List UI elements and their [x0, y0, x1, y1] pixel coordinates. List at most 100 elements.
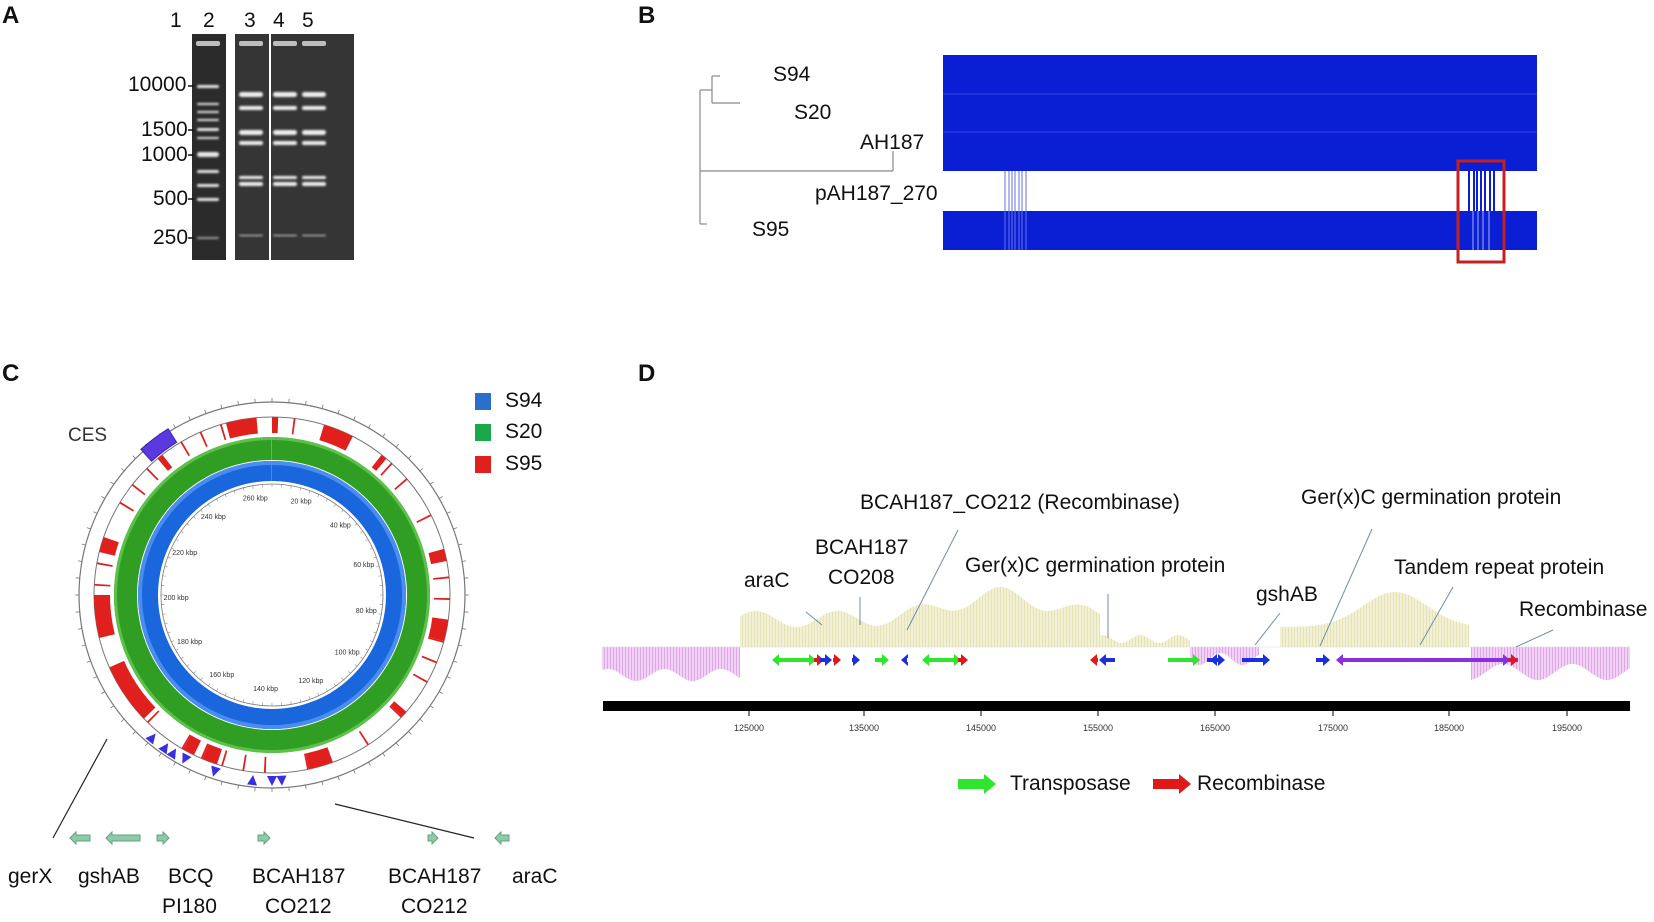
gene-glyph: [70, 832, 90, 844]
gene-arrow: [772, 654, 780, 666]
axis-tick-label: 195000: [1552, 723, 1582, 733]
legend-label-s95: S95: [505, 452, 542, 476]
ring-tick-label: 120 kbp: [298, 678, 323, 685]
alignment-block-bottom: [943, 211, 1537, 250]
legend-label-s20: S20: [505, 420, 542, 444]
axis-tick-label: 145000: [966, 723, 996, 733]
tree-label-s94: S94: [773, 63, 810, 87]
tree-label-s20: S20: [794, 101, 831, 125]
annot-bcah187: BCAH187: [815, 536, 908, 560]
gel-lane-ladder: [192, 34, 226, 260]
gene-glyph: [258, 832, 270, 844]
axis-tick-label: 125000: [734, 723, 764, 733]
gene-label-gerx: gerX: [8, 865, 52, 889]
lane-label-2: 2: [203, 9, 215, 33]
gene-arrow: [833, 654, 841, 666]
annot-gshab: gshAB: [1256, 583, 1318, 607]
alignment-block-top: [943, 55, 1537, 171]
annot-gerxc-right: Ger(x)C germination protein: [1301, 486, 1561, 510]
gene-arrow: [820, 654, 832, 666]
lane-label-1: 1: [170, 9, 182, 33]
ring-tick-label: 260 kbp: [243, 495, 268, 502]
ring-tick-label: 20 kbp: [291, 499, 312, 506]
axis-tick-label: 175000: [1318, 723, 1348, 733]
legend-swatch-s94: [475, 393, 491, 410]
gene-glyph: [428, 832, 438, 844]
sequence-axis-bar: [603, 701, 1630, 711]
annot-recombinase: Recombinase: [1519, 598, 1647, 622]
ring-tick-label: 100 kbp: [335, 650, 360, 657]
gene-label-bcah187-b: BCAH187: [388, 865, 481, 889]
highlight-box: [1458, 161, 1504, 262]
gene-label-bcah187-a: BCAH187: [252, 865, 345, 889]
ring-tick-label: 180 kbp: [177, 639, 202, 646]
gene-arrow: [1336, 654, 1518, 666]
ring-tick-label: 240 kbp: [201, 514, 226, 521]
gel-lanes-samples: [235, 34, 354, 260]
panel-a-letter: A: [2, 2, 19, 30]
ring-tick-label: 80 kbp: [356, 608, 377, 615]
marker-1000: 1000: [141, 143, 188, 167]
gene-arrow: [814, 654, 824, 666]
annot-gerxc-mid: Ger(x)C germination protein: [965, 554, 1225, 578]
gene-label-co212-a: CO212: [265, 895, 332, 919]
marker-250: 250: [153, 226, 188, 250]
gene-label-pi180: PI180: [162, 895, 217, 919]
legend-label-s94: S94: [505, 389, 542, 413]
panel-b-letter: B: [638, 2, 655, 30]
gene-arrow: [1099, 654, 1115, 666]
ces-arrow: [141, 429, 177, 461]
gene-arrow: [1316, 654, 1330, 666]
gene-arrow: [1242, 654, 1270, 666]
annot-arac: araC: [744, 569, 790, 593]
legend-swatch-s20: [475, 424, 491, 441]
legend-swatch-s95: [475, 456, 491, 473]
tree-label-pah187-270: pAH187_270: [815, 182, 938, 206]
gene-arrow: [958, 654, 968, 666]
lane-label-4: 4: [273, 9, 285, 33]
ring-tick-label: 200 kbp: [164, 595, 189, 602]
gene-label-arac: araC: [512, 865, 558, 889]
annot-recombinase-co212: BCAH187_CO212 (Recombinase): [860, 491, 1180, 515]
ring-tick-label: 160 kbp: [209, 672, 234, 679]
gene-arrow: [901, 654, 908, 666]
gene-label-gshab: gshAB: [78, 865, 140, 889]
gene-label-co212-b: CO212: [401, 895, 468, 919]
axis-tick-label: 185000: [1434, 723, 1464, 733]
gene-glyph: [106, 832, 140, 844]
gene-arrow: [875, 654, 889, 666]
tree-label-ah187: AH187: [860, 131, 924, 155]
ring-tick-label: 60 kbp: [353, 562, 374, 569]
tree-label-s95: S95: [752, 218, 789, 242]
axis-tick-label: 135000: [849, 723, 879, 733]
lane-label-5: 5: [302, 9, 314, 33]
ring-tick-label: 220 kbp: [172, 550, 197, 557]
gene-arrow: [1502, 654, 1510, 666]
legend-label-transposase: Transposase: [1010, 772, 1131, 796]
legend-label-recombinase: Recombinase: [1197, 772, 1325, 796]
marker-500: 500: [153, 187, 188, 211]
lane-label-3: 3: [244, 9, 256, 33]
gene-label-bcq: BCQ: [168, 865, 214, 889]
axis-tick-label: 165000: [1200, 723, 1230, 733]
annot-co208: CO208: [828, 566, 895, 590]
ring-tick-label: 140 kbp: [253, 686, 278, 693]
gene-arrow: [1168, 654, 1200, 666]
ces-label: CES: [68, 425, 107, 447]
legend-arrow: [1153, 774, 1191, 794]
ring-tick-label: 40 kbp: [330, 523, 351, 530]
panel-d-letter: D: [638, 360, 655, 388]
gene-arrow: [1207, 654, 1225, 666]
marker-1500: 1500: [141, 118, 188, 142]
gene-arrow: [776, 654, 816, 666]
gene-arrow: [925, 654, 961, 666]
gene-glyph: [495, 832, 509, 844]
gene-arrow: [1090, 654, 1098, 666]
panel-c-letter: C: [2, 360, 19, 388]
gene-glyph: [157, 832, 169, 844]
gene-arrow: [852, 654, 860, 666]
marker-10000: 10000: [128, 73, 186, 97]
axis-tick-label: 155000: [1083, 723, 1113, 733]
annot-tandem-repeat: Tandem repeat protein: [1394, 556, 1604, 580]
gene-arrow: [1506, 654, 1518, 666]
